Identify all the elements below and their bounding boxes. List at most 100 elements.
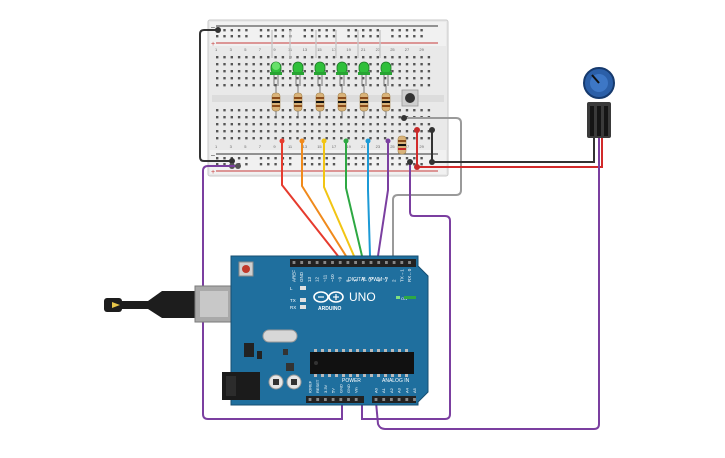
bb-hole[interactable]	[223, 56, 226, 59]
bb-hole[interactable]	[303, 123, 306, 126]
power-pin[interactable]	[339, 398, 343, 401]
bb-hole[interactable]	[237, 70, 241, 73]
bb-hole[interactable]	[325, 109, 328, 112]
resistor-3[interactable]	[315, 86, 325, 116]
bb-hole[interactable]	[230, 63, 233, 66]
bb-hole[interactable]	[347, 123, 350, 126]
bb-hole[interactable]	[289, 163, 292, 166]
bb-hole[interactable]	[310, 77, 314, 80]
bb-hole[interactable]	[237, 56, 241, 59]
bb-hole[interactable]	[259, 157, 263, 160]
digital-pin[interactable]	[308, 261, 311, 264]
power-pin[interactable]	[308, 398, 312, 401]
bb-hole[interactable]	[325, 123, 328, 126]
bb-hole[interactable]	[391, 157, 394, 160]
bb-hole[interactable]	[230, 130, 233, 133]
bb-hole[interactable]	[310, 35, 314, 38]
bb-hole[interactable]	[223, 157, 226, 160]
bb-hole[interactable]	[252, 84, 255, 87]
power-pin[interactable]	[324, 398, 327, 401]
bb-hole[interactable]	[303, 137, 306, 140]
bb-hole[interactable]	[420, 35, 423, 38]
bb-hole[interactable]	[318, 137, 321, 140]
bb-hole[interactable]	[216, 84, 219, 87]
bb-hole[interactable]	[303, 109, 306, 112]
bb-hole[interactable]	[267, 123, 270, 126]
bb-hole[interactable]	[296, 130, 299, 133]
reset-button[interactable]	[242, 265, 250, 273]
bb-hole[interactable]	[252, 70, 255, 73]
bb-hole[interactable]	[252, 109, 255, 112]
pulldown-resistor[interactable]	[397, 135, 407, 155]
analog-pin[interactable]	[390, 398, 393, 401]
bb-hole[interactable]	[376, 84, 379, 87]
bb-hole[interactable]	[354, 56, 358, 59]
bb-hole[interactable]	[347, 63, 350, 66]
bb-hole[interactable]	[267, 29, 270, 32]
bb-hole[interactable]	[223, 123, 226, 126]
bb-hole[interactable]	[216, 35, 219, 38]
bb-hole[interactable]	[310, 84, 314, 87]
bb-hole[interactable]	[362, 116, 365, 119]
bb-hole[interactable]	[413, 77, 416, 80]
bb-hole[interactable]	[296, 56, 299, 59]
bb-hole[interactable]	[332, 163, 336, 166]
led-6[interactable]	[380, 61, 392, 86]
bb-hole[interactable]	[398, 29, 401, 32]
bb-hole[interactable]	[376, 157, 379, 160]
bb-hole[interactable]	[354, 70, 358, 73]
digital-header[interactable]	[290, 259, 416, 267]
bb-hole[interactable]	[318, 77, 321, 80]
bb-hole[interactable]	[369, 77, 372, 80]
bb-hole[interactable]	[223, 77, 226, 80]
wire-5v-power[interactable]	[202, 165, 343, 420]
bb-hole[interactable]	[289, 70, 292, 73]
bb-hole[interactable]	[347, 163, 350, 166]
bb-hole[interactable]	[420, 77, 423, 80]
bb-hole[interactable]	[252, 77, 255, 80]
bb-hole[interactable]	[354, 130, 358, 133]
bb-hole[interactable]	[230, 116, 233, 119]
bb-hole[interactable]	[347, 56, 350, 59]
bb-hole[interactable]	[245, 137, 248, 140]
bb-hole[interactable]	[413, 157, 416, 160]
push-button-cap[interactable]	[405, 93, 415, 103]
resistor-1[interactable]	[271, 86, 281, 116]
bb-hole[interactable]	[216, 116, 219, 119]
digital-pin[interactable]	[323, 261, 327, 264]
bb-hole[interactable]	[369, 157, 372, 160]
bb-hole[interactable]	[369, 137, 372, 140]
bb-hole[interactable]	[376, 70, 379, 73]
bb-hole[interactable]	[281, 70, 285, 73]
bb-hole[interactable]	[325, 130, 328, 133]
bb-hole[interactable]	[420, 157, 423, 160]
bb-hole[interactable]	[369, 109, 372, 112]
power-header[interactable]	[306, 396, 364, 403]
bb-hole[interactable]	[230, 137, 233, 140]
bb-hole[interactable]	[318, 29, 321, 32]
bb-hole[interactable]	[281, 109, 285, 112]
digital-pin[interactable]	[331, 261, 334, 264]
bb-hole[interactable]	[252, 56, 255, 59]
bb-hole[interactable]	[237, 157, 241, 160]
bb-hole[interactable]	[376, 130, 379, 133]
bb-hole[interactable]	[340, 123, 343, 126]
analog-pin[interactable]	[413, 398, 416, 401]
bb-hole[interactable]	[413, 63, 416, 66]
bb-hole[interactable]	[303, 157, 306, 160]
bb-hole[interactable]	[405, 29, 409, 32]
bb-hole[interactable]	[427, 137, 431, 140]
bb-hole[interactable]	[259, 123, 263, 126]
bb-hole[interactable]	[281, 77, 285, 80]
bb-hole[interactable]	[245, 35, 248, 38]
bb-hole[interactable]	[296, 77, 299, 80]
bb-hole[interactable]	[267, 130, 270, 133]
bb-hole[interactable]	[383, 56, 387, 59]
bb-hole[interactable]	[398, 123, 401, 126]
bb-hole[interactable]	[362, 77, 365, 80]
bb-hole[interactable]	[267, 84, 270, 87]
bb-hole[interactable]	[281, 116, 285, 119]
push-button[interactable]	[401, 89, 419, 107]
resistor-4[interactable]	[337, 86, 347, 116]
